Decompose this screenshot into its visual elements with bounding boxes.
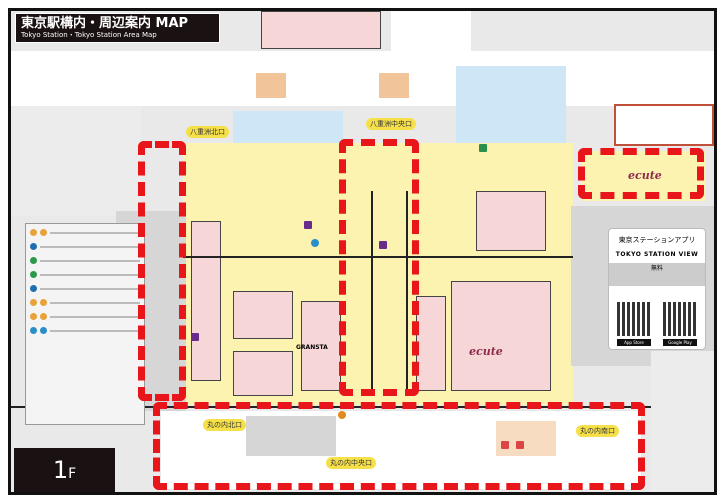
highlight-region-marunouchi [153, 402, 645, 490]
wall-line [406, 191, 408, 391]
shop-block [261, 11, 381, 49]
station-map: 八重洲北口 八重洲中央口 丸の内北口 丸の内中央口 丸の内南口 ecute ec… [8, 8, 717, 495]
shop-icon [501, 441, 509, 449]
location-pin-icon [338, 411, 346, 419]
shop-icon [516, 441, 524, 449]
shop-block [256, 73, 286, 98]
map-title-en: Tokyo Station・Tokyo Station Area Map [21, 31, 157, 39]
floor-indicator: 1F [14, 448, 115, 492]
shop-block [233, 291, 293, 339]
ecute-label: ecute [628, 169, 662, 182]
exit-icon [479, 144, 487, 152]
highlight-region-center [339, 139, 419, 396]
floor-suffix: F [68, 466, 77, 482]
exit-label-marunouchi-central: 丸の内中央口 [326, 457, 376, 469]
notice-box [614, 104, 714, 146]
highlight-region-ecute [578, 148, 704, 199]
map-title: 東京駅構内・周辺案内 MAP Tokyo Station・Tokyo Stati… [15, 13, 220, 43]
google-play-badge[interactable]: Google Play [663, 339, 697, 346]
ecute-label: ecute [469, 345, 503, 358]
exit-label-yaesu-north: 八重洲北口 [186, 126, 229, 138]
shop-block [476, 191, 546, 251]
exit-label-marunouchi-south: 丸の内南口 [576, 425, 619, 437]
exit-label-yaesu-central: 八重洲中央口 [366, 118, 416, 130]
legend-panel [25, 223, 145, 425]
highlight-region-west [138, 141, 186, 401]
app-subtitle: TOKYO STATION VIEW [615, 251, 699, 258]
exit-label-marunouchi-north: 丸の内北口 [203, 419, 246, 431]
floor-number: 1 [52, 456, 69, 484]
shop-block-ecute [451, 281, 551, 391]
map-title-jp: 東京駅構内・周辺案内 MAP [21, 16, 189, 31]
wall-line [183, 256, 573, 258]
qr-code-ios[interactable] [617, 302, 651, 336]
app-title: 東京ステーションアプリ [618, 236, 696, 244]
block [246, 416, 336, 456]
shop-block [233, 351, 293, 396]
block [496, 421, 556, 456]
shop-block [191, 221, 221, 381]
block [651, 351, 714, 492]
block [391, 11, 471, 51]
app-free-label: 無料 [609, 263, 705, 286]
gransta-label: GRANSTA [296, 344, 328, 351]
restroom-icon [191, 333, 199, 341]
qr-code-android[interactable] [663, 302, 697, 336]
shop-block [416, 296, 446, 391]
restroom-icon [379, 241, 387, 249]
west-area [11, 106, 141, 216]
restroom-icon [304, 221, 312, 229]
shop-block [379, 73, 409, 98]
app-promo-panel: 東京ステーションアプリ TOKYO STATION VIEW 無料 App St… [608, 228, 706, 350]
info-icon [311, 239, 319, 247]
app-store-badge[interactable]: App Store [617, 339, 651, 346]
north-area [11, 51, 714, 106]
wall-line [371, 191, 373, 391]
